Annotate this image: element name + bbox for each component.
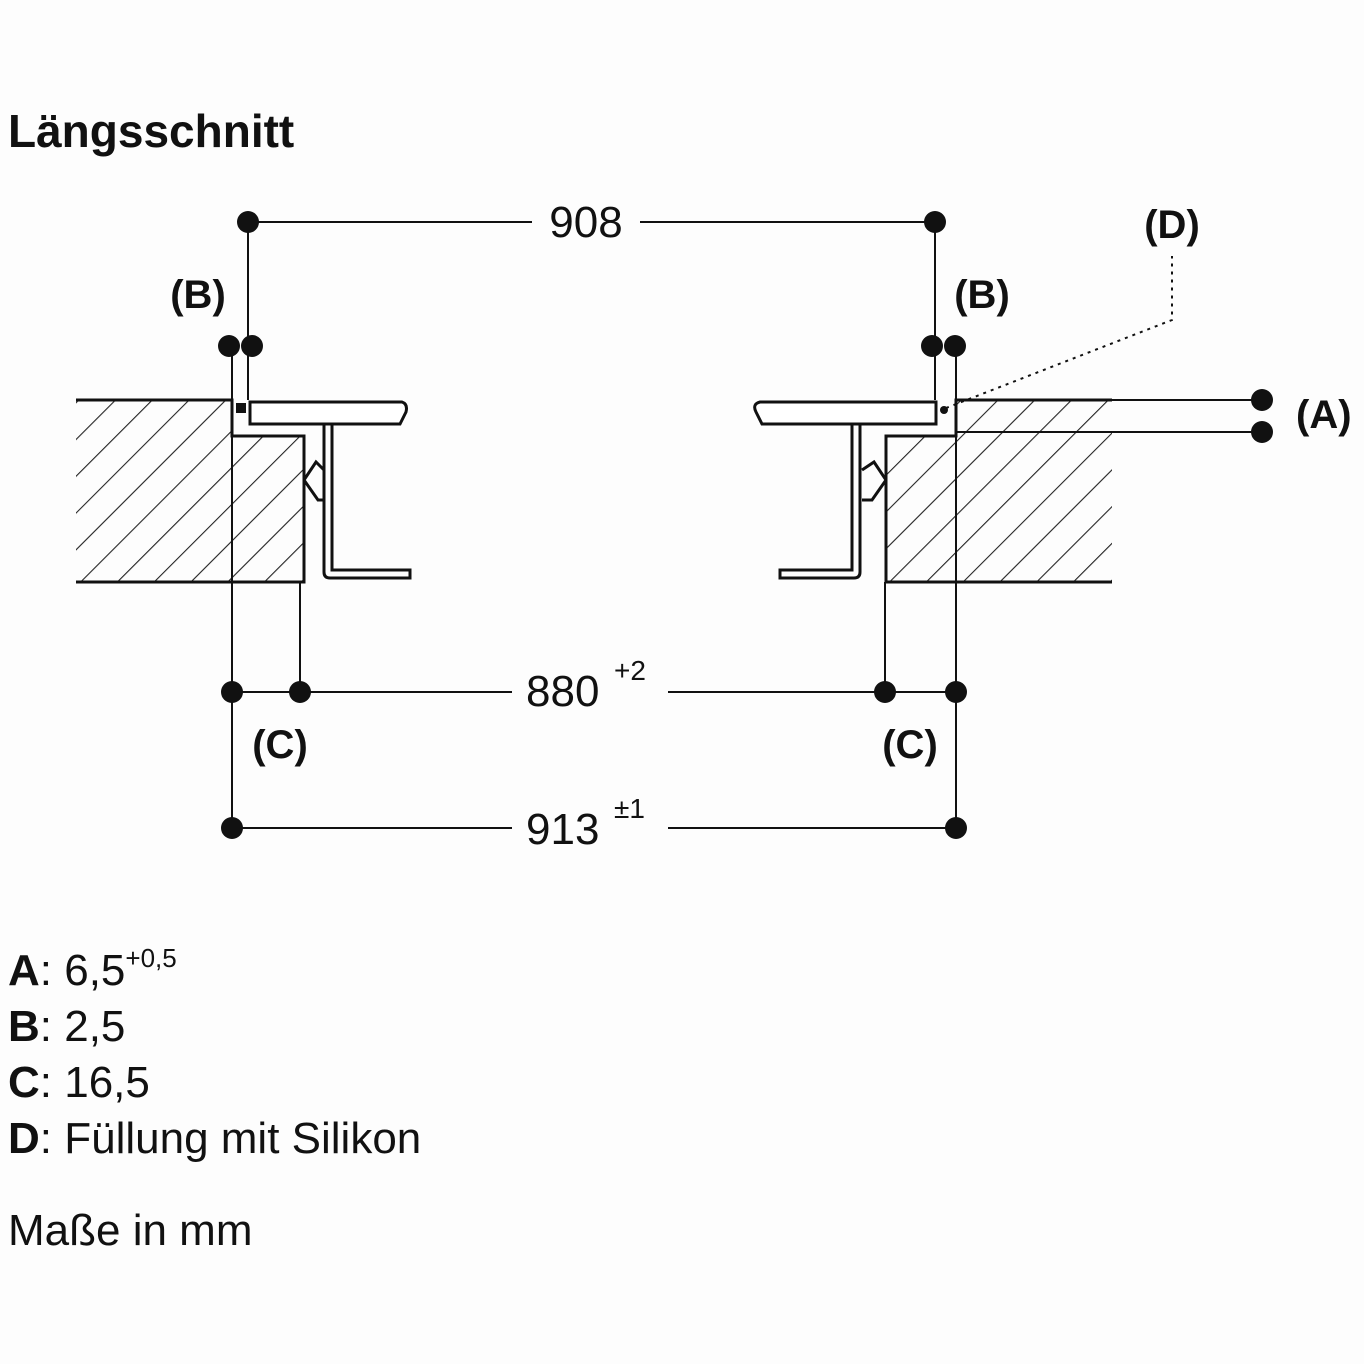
legend-separator: : [39, 1114, 65, 1163]
hob-right [753, 400, 948, 580]
legend-row-b: B: 2,5 [8, 999, 421, 1055]
label-b-right: (B) [954, 273, 1010, 317]
label-a: (A) [1296, 393, 1352, 437]
section-drawing: 908 880 +2 913 ±1 (B) (B) (D) (A) (C) (C… [76, 198, 1352, 854]
leader-d [945, 256, 1173, 409]
label-d: (D) [1144, 203, 1200, 247]
legend-value: 6,5 [64, 946, 126, 995]
legend-separator: : [39, 946, 65, 995]
legend-row-a: A: 6,5+0,5 [8, 930, 421, 999]
legend-tolerance: +0,5 [125, 943, 177, 973]
worktop-right [884, 398, 1112, 584]
legend-key: A [8, 946, 40, 995]
legend-separator: : [39, 1002, 65, 1051]
units-note: Maße in mm [8, 1206, 253, 1255]
legend: A: 6,5+0,5 B: 2,5 C: 16,5 D: Füllung mit… [8, 930, 421, 1167]
legend-value: 2,5 [64, 1002, 126, 1051]
dimension-880-tolerance: +2 [614, 655, 646, 686]
dimension-lines [232, 221, 956, 829]
legend-separator: : [39, 1058, 65, 1107]
dimension-913-tolerance: ±1 [614, 793, 645, 824]
hob-left [236, 400, 412, 580]
worktop-left [76, 398, 306, 584]
diagram-title: Längsschnitt [8, 105, 295, 157]
dimension-913: 913 [526, 805, 599, 854]
legend-key: B [8, 1002, 40, 1051]
dimension-908: 908 [549, 198, 622, 247]
legend-row-d: D: Füllung mit Silikon [8, 1111, 421, 1167]
legend-value: Füllung mit Silikon [64, 1114, 422, 1163]
dimension-880: 880 [526, 667, 599, 716]
legend-value: 16,5 [64, 1058, 150, 1107]
legend-key: C [8, 1058, 40, 1107]
legend-key: D [8, 1114, 40, 1163]
label-b-left: (B) [170, 273, 226, 317]
label-c-right: (C) [882, 723, 938, 767]
label-c-left: (C) [252, 723, 308, 767]
dimension-dots [218, 211, 1273, 839]
extension-lines [231, 222, 1262, 828]
legend-row-c: C: 16,5 [8, 1055, 421, 1111]
